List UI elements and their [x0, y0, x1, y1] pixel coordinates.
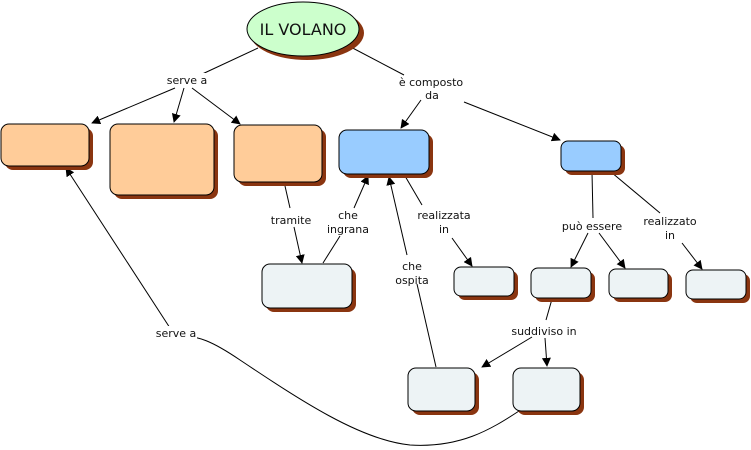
concept-material-1[interactable] [453, 266, 518, 300]
arrow-bottom-servea-to-use-1 [65, 167, 171, 329]
curve-sub2-servea [179, 336, 520, 446]
connector-use3-tramite [284, 185, 291, 209]
concept-type-2[interactable] [608, 268, 672, 302]
connections [65, 43, 703, 446]
arrow-to-material-2 [681, 242, 703, 270]
concept-use-3[interactable] [233, 124, 326, 186]
concept-material-2[interactable] [685, 269, 750, 303]
concept-sub-2[interactable] [512, 367, 584, 415]
connector-mechanism-ingrana [322, 235, 341, 264]
arrow-ingrana-to-part-1 [353, 175, 369, 209]
connector-root-composto [344, 43, 405, 76]
link-serve-a-top[interactable]: serve a [167, 74, 208, 87]
concept-mechanism[interactable] [261, 263, 356, 312]
connector-root-servea [197, 47, 259, 77]
arrow-to-use-3 [191, 87, 241, 125]
connector-part2-puo [591, 171, 594, 219]
arrow-to-use-1 [91, 87, 176, 124]
link-realizzato-2[interactable]: in [665, 229, 675, 242]
concept-sub-1[interactable] [407, 367, 479, 415]
connector-sub1-ospita [416, 283, 437, 368]
link-suddiviso-in[interactable]: suddiviso in [511, 325, 576, 338]
concept-part-2[interactable] [560, 140, 625, 175]
link-che-ingrana-2[interactable]: ingrana [327, 223, 369, 236]
concept-type-1[interactable] [530, 267, 595, 302]
arrow-to-sub-2 [541, 337, 551, 367]
arrow-to-sub-1 [481, 336, 533, 368]
link-che-ospita-2[interactable]: ospita [395, 274, 429, 287]
arrow-to-part-1 [400, 99, 422, 129]
arrow-to-part-2 [463, 101, 561, 142]
arrow-to-type-2 [598, 232, 626, 269]
linking-phrases: serve a è composto da tramite che ingran… [155, 73, 697, 340]
arrow-to-use-2 [171, 87, 185, 123]
concept-use-2[interactable] [109, 123, 218, 199]
arrow-to-material-1 [451, 237, 473, 267]
link-composto-2[interactable]: da [425, 89, 439, 102]
link-che-ospita-1[interactable]: che [402, 260, 422, 273]
link-puo-essere[interactable]: può essere [562, 220, 622, 233]
link-realizzato-1[interactable]: realizzato [643, 215, 697, 228]
concept-use-1[interactable] [0, 123, 93, 170]
arrow-to-type-1 [570, 232, 589, 268]
root-title: IL VOLANO [260, 20, 347, 39]
arrow-ospita-to-part-1 [386, 176, 408, 256]
root-concept[interactable]: IL VOLANO [246, 1, 364, 60]
concept-part-1[interactable] [338, 129, 433, 178]
link-realizzata-1[interactable]: realizzata [417, 209, 470, 222]
connector-part1-realizzata [404, 175, 423, 206]
link-realizzata-2[interactable]: in [439, 223, 449, 236]
link-tramite[interactable]: tramite [271, 214, 312, 227]
link-serve-a-bottom[interactable]: serve a [156, 327, 197, 340]
link-composto-1[interactable]: è composto [399, 76, 464, 89]
arrow-to-mechanism [293, 226, 305, 264]
connector-type1-suddiviso [545, 298, 553, 321]
link-che-ingrana-1[interactable]: che [338, 209, 358, 222]
connector-part2-realizzato [610, 171, 661, 214]
